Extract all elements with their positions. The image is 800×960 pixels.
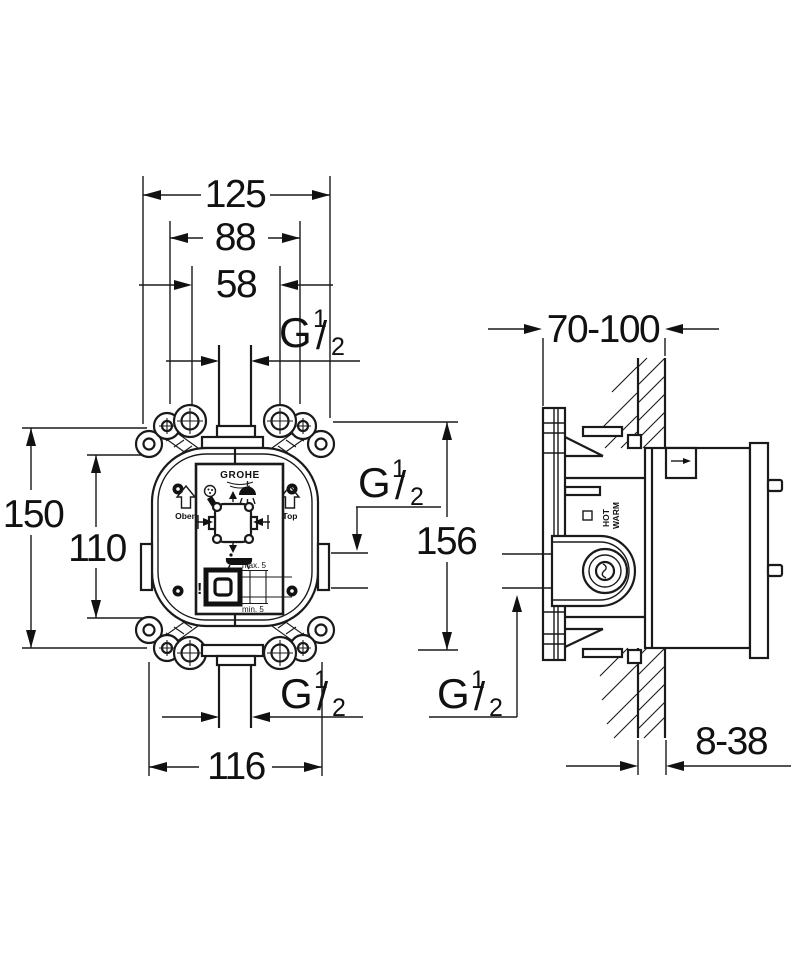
supply-lines: [502, 553, 552, 589]
dim-label-88: 88: [215, 216, 255, 259]
box-end-cap: [748, 441, 770, 660]
side-view: WARM HOT: [502, 357, 784, 739]
head-shower-icon: [239, 481, 256, 505]
hot-label-hot: HOT: [601, 508, 611, 527]
min-depth-label: min. 5: [242, 605, 264, 614]
dim-label-58: 58: [216, 263, 256, 306]
thread-base: G: [280, 670, 313, 717]
wall-hatch-top: [599, 357, 667, 449]
flow-arrow-icon: [683, 458, 691, 464]
bathtub-icon: [225, 553, 253, 570]
thread-sub: 2: [410, 483, 424, 511]
valve-box-side: [565, 433, 784, 665]
front-view: Oben Top GROHE: [134, 345, 336, 728]
dim-bottom-tab-width: 116: [148, 662, 323, 788]
grohe-logo: GROHE: [220, 470, 260, 481]
thread-callout-right: G 1 / 2: [331, 455, 441, 589]
mounting-ears: [134, 403, 336, 671]
keyway-detail: [601, 563, 607, 579]
thread-base: G: [358, 459, 391, 506]
dim-overall-height: 150: [3, 427, 147, 649]
thread-sup: 1: [392, 455, 406, 483]
thread-callout-side: G 1 / 2: [429, 595, 522, 722]
thread-sup: 1: [313, 305, 327, 333]
thread-slash: /: [317, 675, 329, 719]
fixing-pin-top: [766, 478, 784, 493]
hot-label-warm: WARM: [611, 502, 621, 529]
bottom-pipe-stub: [200, 643, 265, 728]
dim-inner-hole-width: 58: [139, 263, 333, 406]
thread-callout-bottom-front: G 1 / 2: [162, 666, 363, 722]
dim-label-70-100: 70-100: [547, 308, 660, 351]
fixing-pin-bottom: [766, 563, 784, 578]
dim-label-150: 150: [3, 493, 64, 536]
thread-slash: /: [395, 464, 407, 508]
stop-tab: [563, 485, 602, 497]
thread-sup: 1: [471, 666, 485, 694]
dim-mounting-hole-width: 88: [169, 216, 301, 404]
mounting-plate-side: [541, 406, 567, 662]
warning-icon: !: [197, 581, 202, 598]
vent-square: [664, 446, 698, 480]
thread-sub: 2: [489, 694, 503, 722]
dim-installation-depth: 70-100: [488, 308, 719, 406]
thread-base: G: [437, 670, 470, 717]
plaster-guard-icon: max. 5 min. 5 !: [197, 561, 292, 614]
body-cone-top: [564, 425, 624, 458]
dim-label-125: 125: [205, 173, 266, 216]
hot-water-marking: WARM HOT: [582, 502, 621, 529]
brand-plate: GROHE: [194, 462, 292, 616]
thread-base: G: [279, 309, 312, 356]
right-port: [316, 542, 331, 592]
dim-body-height: 156: [333, 421, 478, 651]
thread-callout-top: G 1 / 2: [166, 305, 360, 366]
thread-sup: 1: [314, 666, 328, 694]
orientation-arrow-left: Oben: [175, 484, 197, 521]
left-port: [139, 542, 154, 592]
dim-mounting-hole-height: 110: [68, 454, 149, 619]
orientation-label-oben: Oben: [175, 511, 197, 521]
dim-wall-finish-thickness: 8-38: [566, 720, 791, 775]
cartridge-icon: [196, 491, 270, 553]
thread-sub: 2: [331, 333, 345, 361]
dim-label-156: 156: [416, 520, 477, 563]
dim-label-116: 116: [207, 745, 265, 788]
orientation-label-top: Top: [283, 511, 298, 521]
thread-slash: /: [316, 314, 328, 358]
max-depth-label: max. 5: [242, 561, 267, 570]
outlet-port-side: [502, 534, 637, 608]
dim-label-8-38: 8-38: [695, 720, 767, 763]
dim-label-110: 110: [68, 527, 126, 570]
dim-overall-width: 125: [142, 173, 331, 424]
thread-sub: 2: [332, 694, 346, 722]
body-cone-bottom: [564, 627, 624, 659]
thread-slash: /: [474, 675, 486, 719]
